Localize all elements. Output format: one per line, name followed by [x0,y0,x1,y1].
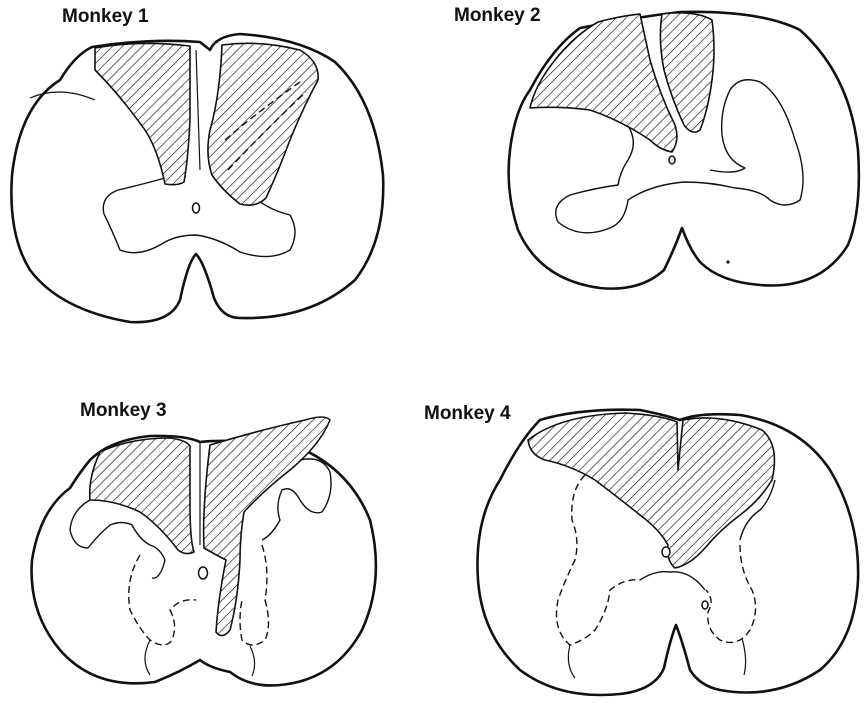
central-canal-monkey-4 [662,547,670,557]
small-oval-monkey-4 [702,601,708,609]
section-monkey-4 [477,410,858,695]
cord-outline-monkey-3 [32,436,376,686]
section-monkey-1 [11,34,383,322]
section-monkey-2 [509,12,859,289]
central-canal-monkey-2 [669,156,675,164]
central-canal-monkey-1 [193,203,200,213]
section-monkey-3 [32,417,376,685]
dot-mark-monkey-2 [726,260,729,263]
central-canal-monkey-3 [199,567,208,579]
